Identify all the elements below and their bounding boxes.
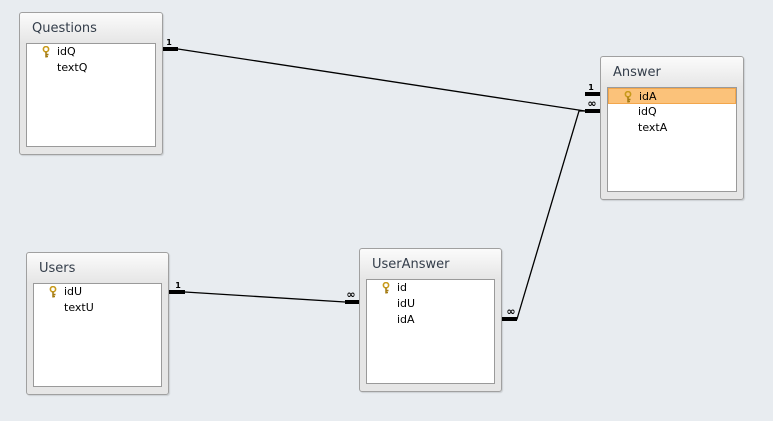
one-label: 1	[588, 83, 594, 92]
relationship-line	[502, 110, 585, 320]
field-name: idU	[64, 285, 83, 298]
field-row[interactable]: textQ	[27, 60, 155, 76]
relationship-end-marker	[502, 317, 517, 321]
field-name: idQ	[638, 105, 657, 118]
field-row[interactable]: idA	[367, 312, 494, 328]
key-icon	[42, 46, 50, 58]
one-label: 1	[166, 38, 172, 47]
field-list[interactable]: idQ textQ	[26, 43, 156, 147]
field-row[interactable]: textA	[608, 120, 736, 136]
relationship-line	[177, 48, 586, 112]
field-name: id	[397, 281, 408, 294]
table-questions[interactable]: Questions idQ textQ	[19, 12, 163, 155]
relationship-end-marker	[585, 109, 600, 113]
field-list[interactable]: idA idQ textA	[607, 87, 737, 192]
field-row[interactable]: idQ	[608, 104, 736, 120]
field-row[interactable]: textU	[34, 300, 161, 316]
key-icon	[382, 282, 390, 294]
field-name: idU	[397, 297, 416, 310]
field-list[interactable]: id idU idA	[366, 279, 495, 384]
field-row[interactable]: idU	[367, 296, 494, 312]
key-icon	[49, 286, 57, 298]
table-answer[interactable]: Answer idA idQ textA	[600, 56, 744, 200]
field-name: idQ	[57, 45, 76, 58]
one-label: 1	[175, 281, 181, 290]
relationship-end-marker	[345, 300, 360, 304]
many-label: ∞	[506, 305, 515, 318]
field-name: textQ	[57, 61, 88, 74]
many-label: ∞	[346, 288, 355, 301]
field-name: textA	[638, 121, 668, 134]
table-title: Users	[39, 261, 76, 276]
relationship-end-marker	[162, 47, 178, 51]
field-row[interactable]: id	[367, 280, 494, 296]
many-label: ∞	[587, 97, 596, 110]
relationship-end-marker	[169, 290, 185, 294]
field-row[interactable]: idQ	[27, 44, 155, 60]
field-row-selected[interactable]: idA	[608, 88, 736, 104]
field-name: idA	[639, 90, 657, 103]
table-users[interactable]: Users idU textU	[26, 252, 169, 395]
table-useranswer[interactable]: UserAnswer id idU idA	[359, 248, 502, 392]
relationship-line	[184, 291, 346, 303]
table-title: UserAnswer	[372, 257, 450, 272]
key-icon	[624, 91, 632, 103]
table-title: Questions	[32, 21, 97, 36]
relationship-end-marker	[585, 92, 600, 96]
field-list[interactable]: idU textU	[33, 283, 162, 387]
field-name: idA	[397, 313, 415, 326]
field-name: textU	[64, 301, 94, 314]
field-row[interactable]: idU	[34, 284, 161, 300]
table-title: Answer	[613, 65, 661, 80]
